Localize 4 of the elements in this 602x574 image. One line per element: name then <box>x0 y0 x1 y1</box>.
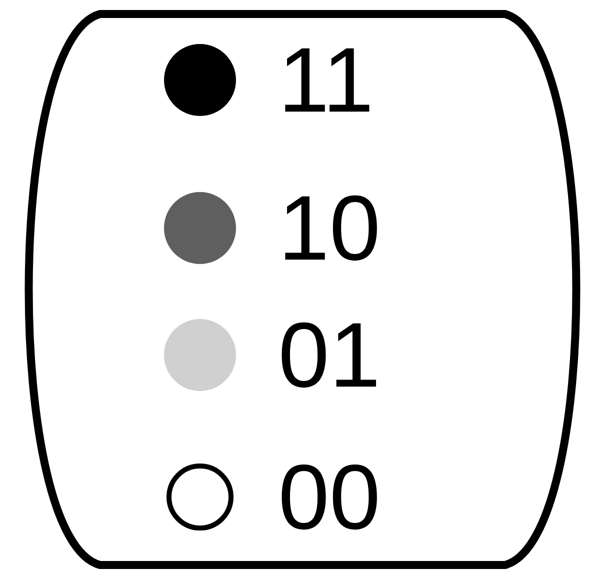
legend-label: 11 <box>285 48 370 112</box>
legend-label: 00 <box>282 464 377 530</box>
legend-label: 10 <box>285 195 377 261</box>
legend-label: 01 <box>282 322 376 388</box>
